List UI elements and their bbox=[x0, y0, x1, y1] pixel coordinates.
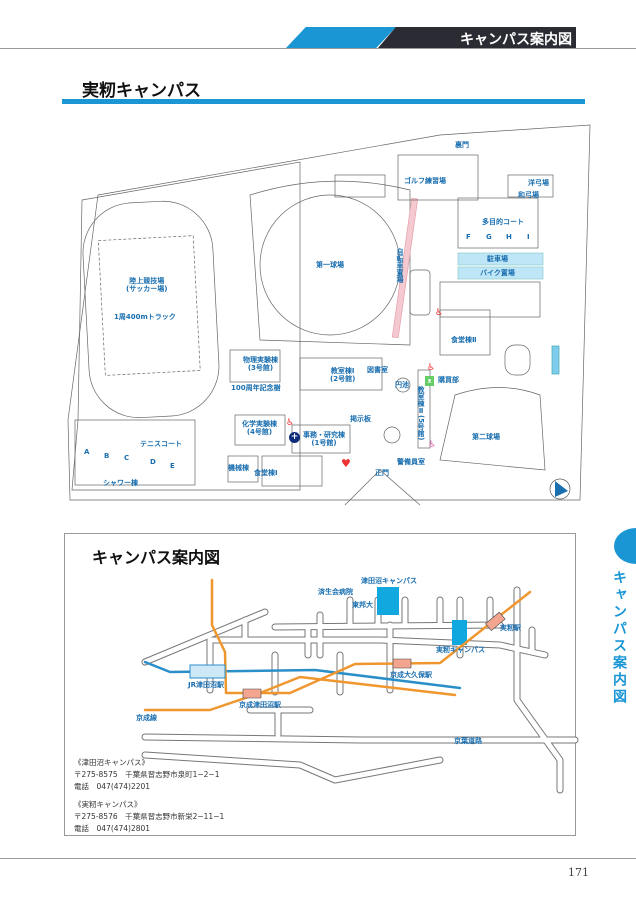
chemistry-label: 化学実験棟(4号館) bbox=[242, 420, 277, 436]
parking-label: 駐車場 bbox=[487, 255, 508, 263]
keiyo-road-label: 京葉道路 bbox=[454, 737, 482, 745]
library-label: 図書室 bbox=[367, 366, 388, 374]
multi-court-label: 多目的コート bbox=[482, 218, 524, 226]
athletics-field-sub: (サッカー場) bbox=[126, 285, 168, 294]
jr-tsudanuma-station bbox=[189, 664, 226, 679]
cafeteria2-label: 食堂棟Ⅱ bbox=[451, 336, 477, 344]
admin-name: 事務・研究棟 bbox=[303, 431, 345, 439]
header-accent bbox=[286, 27, 396, 48]
golf-label: ゴルフ練習場 bbox=[404, 177, 446, 185]
keisei-line-label: 京成線 bbox=[136, 714, 157, 722]
address-postal: 〒275-8575 千葉県習志野市泉町1−2−1 bbox=[74, 770, 220, 779]
tennis-d: D bbox=[150, 458, 156, 466]
address-phone: 電話 047(474)2801 bbox=[74, 824, 151, 833]
classroom1-name: 教室棟Ⅰ bbox=[330, 367, 355, 375]
tsudanuma-campus-block bbox=[377, 587, 399, 615]
mimomi-campus-label: 実籾キャンパス bbox=[436, 646, 485, 654]
pond-label: 円池 bbox=[395, 381, 409, 389]
second-ballpark-label: 第二球場 bbox=[472, 433, 500, 441]
tennis-e: E bbox=[170, 462, 175, 470]
athletics-field-name: 陸上競技場 bbox=[129, 277, 165, 285]
shower-label: シャワー棟 bbox=[103, 479, 138, 487]
address-name: 《津田沼キャンパス》 bbox=[74, 758, 149, 767]
athletics-field-label: 陸上競技場(サッカー場) bbox=[126, 277, 167, 293]
address-name: 《実籾キャンパス》 bbox=[74, 800, 142, 809]
access-map-title: キャンパス案内図 bbox=[92, 548, 221, 567]
admin-sub: (1号館) bbox=[311, 439, 337, 448]
track-label: 1周400mトラック bbox=[114, 313, 176, 321]
access-map-box bbox=[64, 533, 576, 836]
wheelchair-icon: ♿ bbox=[286, 418, 295, 428]
chapter-title: キャンパス案内図 bbox=[460, 32, 572, 48]
court-g: G bbox=[486, 233, 492, 241]
side-tab-marker bbox=[614, 528, 636, 564]
store-label: 購買部 bbox=[438, 376, 459, 384]
classroom1-sub: (2号館) bbox=[330, 375, 356, 384]
toho-label: 東邦大 bbox=[352, 601, 373, 609]
archery-western-label: 洋弓場 bbox=[528, 179, 549, 187]
machine-label: 機械棟 bbox=[228, 464, 249, 472]
tsudanuma-campus-label: 津田沼キャンパス bbox=[361, 577, 417, 585]
mimomi-campus-block bbox=[452, 620, 467, 645]
wheelchair-icon: ♿ bbox=[435, 308, 444, 318]
classroom1-label: 教室棟Ⅰ(2号館) bbox=[330, 367, 355, 383]
first-aid-icon: + bbox=[289, 432, 300, 443]
bicycle-parking-label: 自転車置場 bbox=[396, 248, 405, 283]
chemistry-name: 化学実験棟 bbox=[242, 420, 277, 428]
tennis-a: A bbox=[84, 448, 90, 456]
court-i: I bbox=[527, 233, 530, 241]
court-f: F bbox=[466, 233, 471, 241]
physics-name: 物理実験棟 bbox=[243, 356, 278, 364]
mimomi-station bbox=[485, 611, 506, 631]
back-gate-label: 裏門 bbox=[455, 141, 469, 149]
header-band bbox=[378, 27, 576, 48]
jr-line bbox=[143, 660, 462, 690]
bulletin-label: 掲示板 bbox=[350, 415, 371, 423]
wheelchair-icon: ♿ bbox=[427, 363, 436, 373]
jr-tsudanuma-label: JR津田沼駅 bbox=[188, 681, 224, 689]
court-h: H bbox=[506, 233, 512, 241]
aed-icon: ♥ bbox=[341, 457, 351, 470]
keisei-tsudanuma-label: 京成津田沼駅 bbox=[239, 701, 281, 709]
page-number: 171 bbox=[568, 866, 589, 879]
physics-label: 物理実験棟(3号館) bbox=[243, 356, 278, 372]
side-tab-label: キャンパス案内図 bbox=[611, 570, 627, 706]
keisei-okubo-station bbox=[392, 658, 412, 669]
first-ballpark-label: 第一球場 bbox=[316, 261, 344, 269]
physics-sub: (3号館) bbox=[247, 364, 274, 373]
tennis-b: B bbox=[104, 452, 110, 460]
cafeteria1-label: 食堂棟Ⅰ bbox=[254, 469, 278, 477]
chemistry-sub: (4号館) bbox=[246, 428, 273, 437]
address-postal: 〒275-8576 千葉県習志野市新栄2−11−1 bbox=[74, 812, 225, 821]
classroom2-label: 教室棟Ⅱ(5号館) bbox=[417, 386, 426, 441]
tennis-label: テニスコート bbox=[140, 440, 182, 448]
keisei-okubo-label: 京成大久保駅 bbox=[390, 671, 432, 679]
keisei-tsudanuma-station bbox=[242, 688, 262, 699]
section-title: 実籾キャンパス bbox=[82, 81, 201, 101]
mimomi-station-label: 実籾駅 bbox=[500, 624, 521, 632]
archery-japanese-label: 和弓場 bbox=[518, 191, 539, 199]
bike-parking-label: バイク置場 bbox=[480, 269, 515, 277]
saiseikai-label: 済生会病院 bbox=[318, 588, 353, 596]
section-underline bbox=[62, 99, 585, 104]
admin-label: 事務・研究棟(1号館) bbox=[303, 431, 345, 447]
address-phone: 電話 047(474)2201 bbox=[74, 782, 151, 791]
header-rule bbox=[0, 48, 636, 49]
guard-label: 警備員室 bbox=[397, 458, 425, 466]
north-arrow-icon bbox=[549, 478, 571, 500]
tennis-c: C bbox=[124, 454, 130, 462]
wheelchair-icon: ♿ bbox=[428, 440, 437, 450]
campus-map bbox=[67, 124, 591, 506]
access-map bbox=[141, 578, 579, 794]
restroom-icon: ᴥ bbox=[425, 376, 434, 386]
memorial-tree-label: 100周年記念樹 bbox=[231, 384, 281, 392]
main-gate-label: 正門 bbox=[375, 469, 389, 477]
footer-rule bbox=[0, 858, 636, 859]
